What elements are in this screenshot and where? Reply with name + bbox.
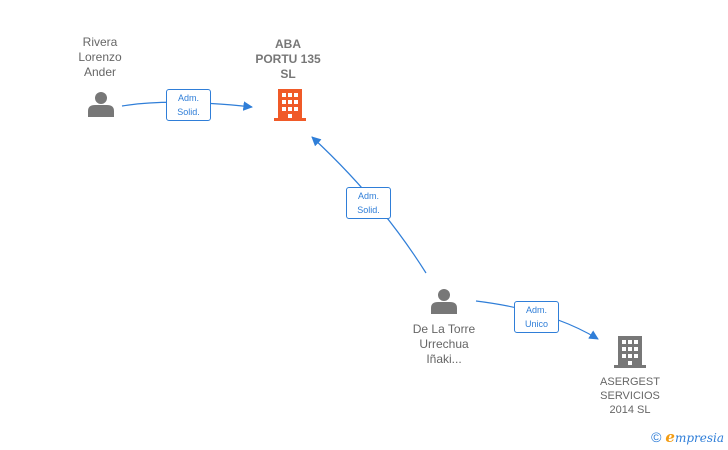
edge-label-line: Solid. bbox=[357, 205, 380, 215]
node-label-line: De La Torre bbox=[412, 322, 476, 336]
brand-logo-text: mpresia bbox=[674, 431, 724, 445]
building-icon[interactable] bbox=[614, 336, 646, 368]
copyright-symbol: © bbox=[651, 429, 662, 445]
node-label-rivera[interactable]: Rivera Lorenzo Ander bbox=[60, 35, 140, 80]
person-icon[interactable] bbox=[88, 92, 114, 117]
node-label-line: SERVICIOS bbox=[600, 390, 660, 402]
building-icon[interactable] bbox=[274, 89, 306, 121]
edge-label-line: Solid. bbox=[177, 107, 200, 117]
edge-label-line: Adm. bbox=[357, 191, 379, 201]
node-label-line: Lorenzo bbox=[78, 50, 122, 64]
edge-label-line: Adm. bbox=[177, 93, 199, 103]
node-label-line: SL bbox=[280, 67, 296, 81]
brand-logo: empresia bbox=[665, 428, 724, 446]
node-label-asergest[interactable]: ASERGEST SERVICIOS 2014 SL bbox=[580, 375, 680, 417]
edge-label-line: Adm. bbox=[525, 305, 547, 315]
edge-label-delatorre-asergest: Adm. Unico bbox=[514, 301, 559, 333]
node-label-aba[interactable]: ABA PORTU 135 SL bbox=[243, 37, 333, 82]
node-label-line: Urrechua bbox=[419, 337, 469, 351]
node-label-line: PORTU 135 bbox=[255, 52, 321, 66]
edge-label-delatorre-aba: Adm. Solid. bbox=[346, 187, 391, 219]
brand-logo-initial: e bbox=[665, 428, 675, 446]
edge-label-line: Unico bbox=[524, 319, 548, 329]
node-label-delatorre[interactable]: De La Torre Urrechua Iñaki... bbox=[394, 322, 494, 367]
node-label-line: Iñaki... bbox=[426, 352, 462, 366]
node-label-line: 2014 SL bbox=[609, 404, 651, 416]
edge-label-rivera-aba: Adm. Solid. bbox=[166, 89, 211, 121]
node-label-line: ASERGEST bbox=[600, 376, 660, 388]
brand-watermark: © empresia bbox=[651, 428, 724, 446]
node-label-line: Rivera bbox=[82, 35, 118, 49]
person-icon[interactable] bbox=[431, 289, 457, 314]
node-label-line: Ander bbox=[83, 65, 117, 79]
node-label-line: ABA bbox=[275, 37, 301, 51]
